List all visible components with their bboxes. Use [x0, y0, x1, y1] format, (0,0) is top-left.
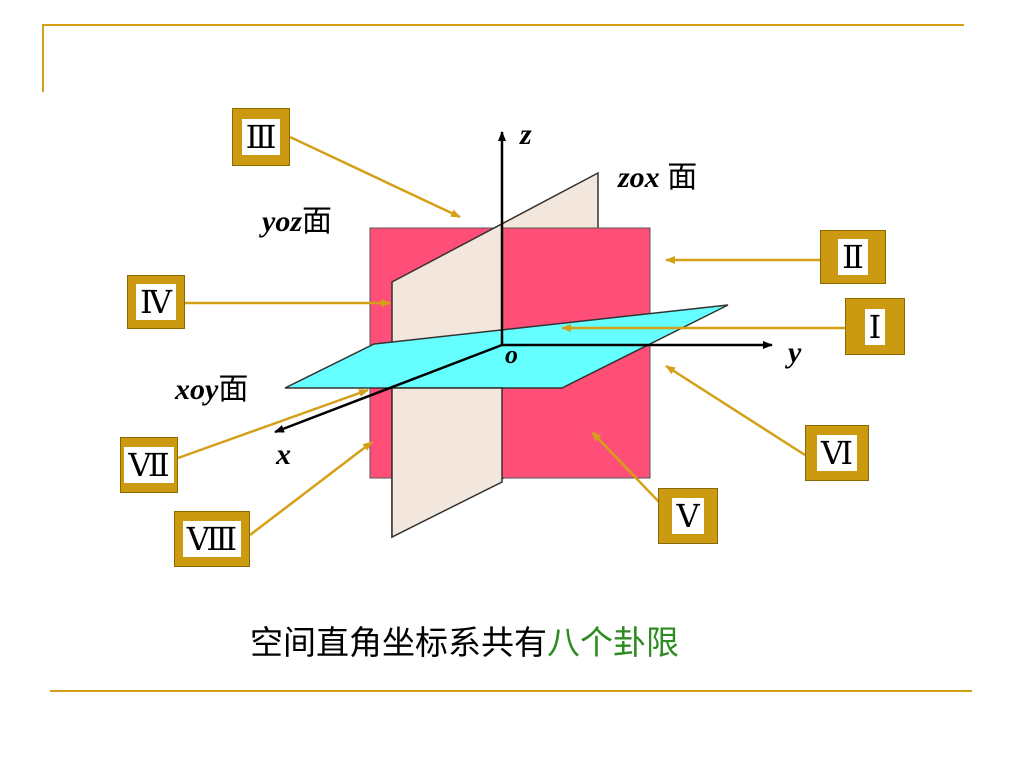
- origin-label: o: [505, 340, 518, 369]
- y-axis-label: y: [788, 336, 802, 369]
- x-axis-label: x: [276, 438, 291, 471]
- pointer-III: [289, 135, 461, 219]
- caption-highlight: 八个卦限: [547, 623, 679, 662]
- pointer-V: [591, 431, 661, 504]
- caption: 空间直角坐标系共有八个卦限: [250, 616, 679, 664]
- octant-VIII-box: Ⅷ: [174, 511, 250, 567]
- octant-II-box: Ⅱ: [820, 230, 886, 284]
- octant-I-box: Ⅰ: [845, 298, 905, 355]
- yoz-plane-label: yoz面: [262, 205, 332, 238]
- zox-plane-label: zox 面: [618, 161, 698, 194]
- octant-III-box: Ⅲ: [232, 108, 290, 166]
- caption-main: 空间直角坐标系共有: [250, 623, 547, 662]
- left-rule: [42, 24, 44, 92]
- xoy-plane-label: xoy面: [175, 373, 249, 406]
- pointer-VII: [177, 388, 369, 460]
- zox-plane-front-lower: [391, 387, 503, 539]
- octant-VII-box: Ⅶ: [120, 437, 178, 493]
- pointer-VIII: [249, 441, 373, 536]
- top-rule: [42, 24, 964, 26]
- x-axis: [274, 343, 503, 434]
- pointer-VI: [665, 364, 806, 457]
- octant-VI-box: Ⅵ: [805, 425, 869, 481]
- bottom-rule: [50, 690, 972, 692]
- z-axis-label: z: [520, 118, 532, 151]
- octant-IV-box: Ⅳ: [127, 275, 185, 329]
- octant-V-box: Ⅴ: [658, 488, 718, 544]
